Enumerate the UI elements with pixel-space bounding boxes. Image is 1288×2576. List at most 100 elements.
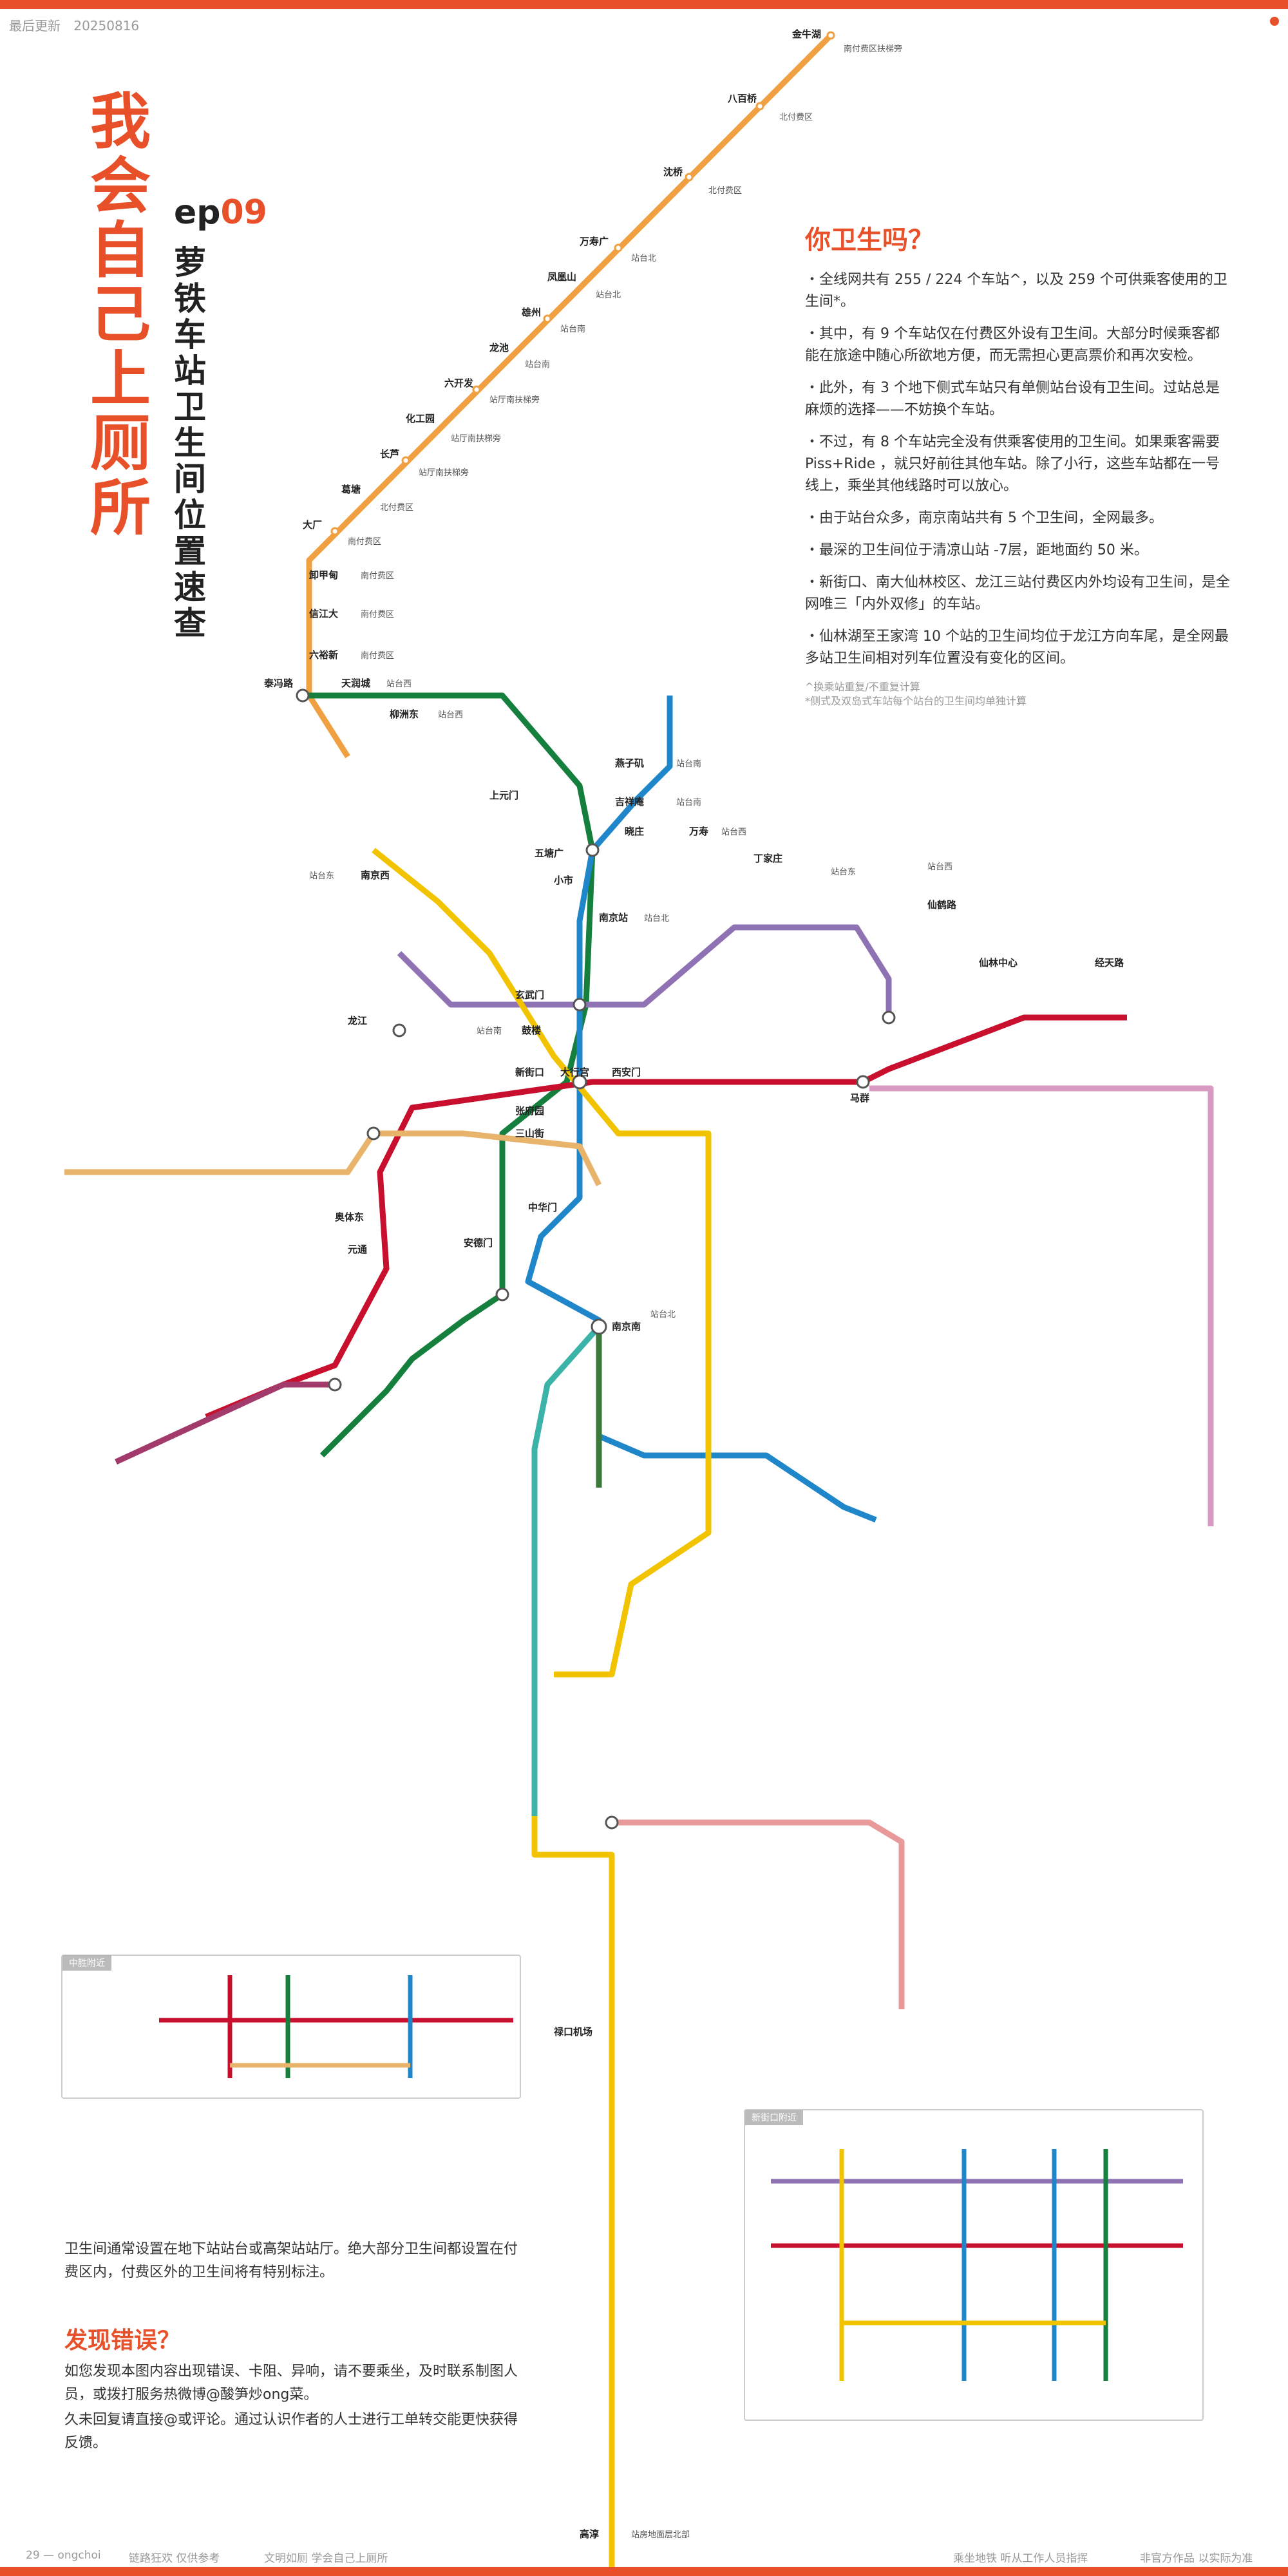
- station-taifenglu: 泰冯路: [263, 677, 294, 689]
- interchange-xinjiekou: [572, 1074, 587, 1090]
- footer-note-1: 卫生间通常设置在地下站站台或高架站站厅。绝大部分卫生间都设置在付费区内，付费区外…: [64, 2241, 518, 2280]
- line-1: [525, 696, 877, 1523]
- info-heading: 你卫生吗？: [805, 225, 934, 255]
- inset-xinjiekou-map: [771, 2149, 1183, 2381]
- info-paragraph: ・仙林湖至王家湾 10 个站的卫生间均位于龙江方向车尾，是全网最多站卫生间相对列…: [805, 629, 1229, 667]
- interchange-taifenglu: [296, 688, 310, 703]
- line-10: [64, 1130, 602, 1187]
- wc-nanjingxi: 站台东: [309, 871, 334, 881]
- inset-zhongsheng-map: [159, 1975, 513, 2078]
- wc-gaochun: 站房地面层北部: [631, 2530, 690, 2540]
- interchange-youfanglu: [328, 1378, 342, 1392]
- station-liuzhoudong: 柳洲东: [390, 708, 419, 720]
- wc-wanshou: 站台西: [721, 828, 746, 837]
- wc-nanjingzhan: 站台北: [644, 914, 669, 923]
- wc-longchi: 站台南: [525, 359, 550, 370]
- footer-disclaimer-3: 乘坐地铁 听从工作人员指挥: [953, 2552, 1088, 2565]
- station-longjiang: 龙江: [347, 1015, 367, 1027]
- station-xianhelu: 仙鹤路: [927, 899, 957, 911]
- station-xinjiangda: 信江大: [309, 608, 338, 620]
- inset-xinjiekou-tag: 新街口附近: [745, 2110, 803, 2125]
- station-xuanwumen: 玄武门: [515, 989, 544, 1001]
- interchange-markers: [296, 688, 896, 1830]
- interchange-aotidong: [366, 1126, 381, 1141]
- page-subtitle: 萝铁车站卫生间位置速查: [174, 244, 206, 642]
- error-heading: 发现错误？: [64, 2327, 181, 2354]
- tick-shenqiao: [685, 173, 694, 182]
- station-ticks: [330, 31, 835, 536]
- wc-jixiangan: 站台南: [676, 797, 701, 808]
- station-gaochun: 高淳: [580, 2528, 599, 2540]
- interchange-jinmalu: [882, 1010, 896, 1025]
- footer-disclaimer-4: 非官方作品 以实际为准: [1140, 2552, 1253, 2565]
- station-nanjingxi: 南京西: [361, 869, 390, 881]
- wc-dingjiazhuang: 站台东: [831, 867, 856, 877]
- tick-jinniuhu: [826, 31, 835, 40]
- wc-yanziji: 站台南: [676, 759, 701, 769]
- info-paragraph: ・由于站台众多，南京南站共有 5 个卫生间，全网最多。: [805, 510, 1163, 526]
- tick-dachang: [330, 527, 339, 536]
- wc-dachang: 南付费区: [348, 536, 381, 547]
- station-nanjingnan: 南京南: [612, 1321, 641, 1332]
- corner-dot: [1270, 17, 1279, 26]
- line-s9: [531, 1816, 615, 2570]
- station-sanshanjie: 三山街: [515, 1128, 544, 1139]
- wc-shenqiao: 北付费区: [708, 186, 742, 196]
- station-aotidong: 奥体东: [335, 1211, 364, 1223]
- episode-label: ep09: [174, 193, 267, 232]
- footer-disclaimer-2: 文明如厕 学会自己上厕所: [264, 2552, 388, 2565]
- tick-wanshouguang: [614, 243, 623, 252]
- footer-note-3: 久未回复请直接@或评论。通过认识作者的人士进行工单转交能更快获得反馈。: [64, 2412, 518, 2451]
- wc-liuzhoudong: 站台西: [438, 710, 463, 720]
- station-shenqiao: 沈桥: [663, 166, 683, 178]
- wc-xiongzhou: 站台南: [560, 324, 585, 334]
- station-shangyuanmen: 上元门: [489, 790, 518, 801]
- wc-liuyuxin: 南付费区: [361, 650, 394, 661]
- updated-value: 20250816: [73, 18, 140, 33]
- tick-babaiqiao: [755, 102, 764, 111]
- interchange-maqun: [856, 1075, 870, 1089]
- wc-huagongyuan: 站厅南扶梯旁: [451, 433, 501, 444]
- wc-liukaifa: 站厅南扶梯旁: [489, 395, 540, 405]
- station-zhonghuamen: 中华门: [528, 1202, 557, 1213]
- station-lukoujichang: 禄口机场: [553, 2026, 592, 2038]
- tick-changlu: [401, 456, 410, 465]
- wc-fenghuangshan: 站台北: [596, 290, 621, 300]
- info-paragraph: ・新街口、南大仙林校区、龙江三站付费区内外均设有卫生间，是全网唯三「内外双修」的…: [805, 574, 1231, 612]
- station-getang: 葛塘: [341, 484, 361, 495]
- footer-note-2: 如您发现本图内容出现错误、卡阻、异响，请不要乘坐，及时联系制图人员，或拨打服务热…: [64, 2363, 518, 2403]
- line-s3: [115, 1381, 335, 1465]
- station-dachang: 大厂: [303, 519, 322, 531]
- line-2: [205, 1014, 1127, 1420]
- info-paragraph: ・其中，有 9 个车站仅在付费区外设有卫生间。大部分时候乘客都能在旅途中随心所欲…: [805, 326, 1220, 364]
- line-s6: [612, 1819, 905, 2009]
- station-jingtianlu: 经天路: [1095, 957, 1124, 969]
- wc-nanjingnan: 站台北: [650, 1310, 676, 1320]
- wc-getang: 北付费区: [380, 503, 413, 513]
- episode-number: 09: [220, 193, 267, 232]
- station-longchi: 龙池: [489, 342, 509, 354]
- line-5: [372, 848, 712, 1678]
- station-dingjiazhuang: 丁家庄: [753, 853, 782, 864]
- line-3: [303, 692, 596, 1458]
- station-yanziji: 燕子矶: [615, 757, 644, 769]
- station-babaiqiao: 八百桥: [727, 93, 757, 104]
- updated-label: 最后更新: [9, 18, 61, 33]
- station-liuyuxin: 六裕新: [309, 649, 338, 661]
- wc-gulou: 站台南: [477, 1026, 502, 1036]
- station-xinjiekou: 新街口: [515, 1066, 544, 1078]
- station-xiaoshi: 小市: [554, 875, 573, 886]
- station-yuantong: 元通: [348, 1244, 367, 1255]
- line-s7: [869, 1085, 1214, 1526]
- wc-wanshouguang: 站台北: [631, 254, 656, 263]
- station-xiaozhuang: 晓庄: [625, 826, 644, 837]
- interchange-longjiang: [392, 1023, 406, 1037]
- wc-xianhelu: 站台西: [927, 862, 952, 872]
- episode-prefix: ep: [174, 193, 221, 232]
- interchange-andemen: [495, 1287, 509, 1302]
- station-maqun: 马群: [850, 1092, 869, 1104]
- tick-liukaifa: [472, 385, 481, 394]
- station-wanshou: 万寿: [688, 826, 708, 837]
- line-s1: [531, 1325, 601, 1823]
